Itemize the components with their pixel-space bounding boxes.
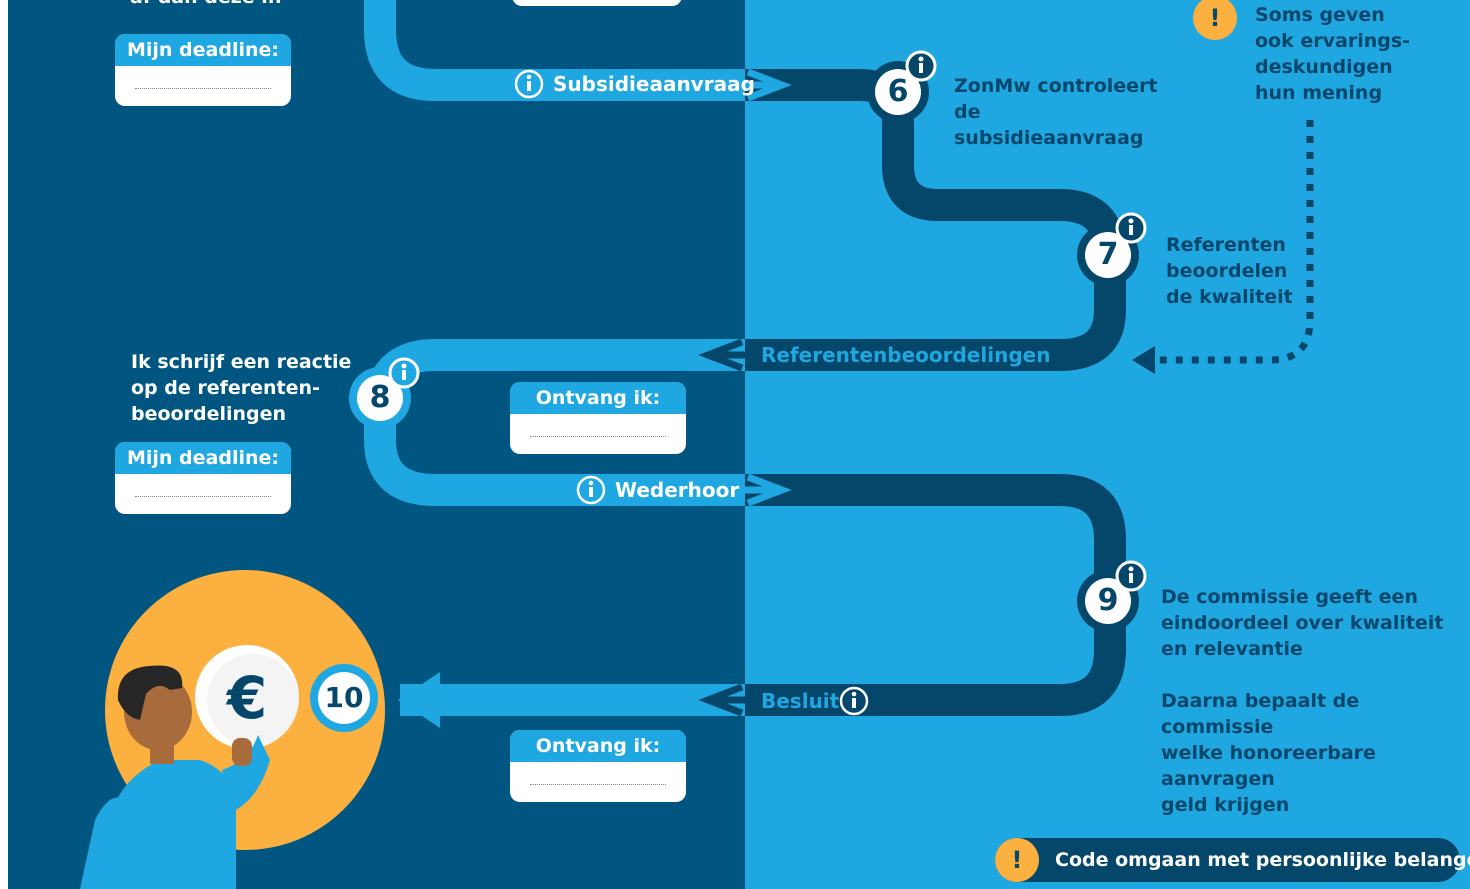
- step-8-number: 8: [369, 380, 391, 415]
- step-9b-line: geld krijgen: [1161, 794, 1290, 816]
- experts-note-line: Soms geven: [1255, 4, 1385, 26]
- step-9-line: De commissie geeft een: [1161, 586, 1418, 608]
- experts-note-line: deskundigen: [1255, 56, 1393, 78]
- deadline-card-input-line[interactable]: [135, 496, 271, 497]
- receive-card-1[interactable]: Ontvang ik:: [510, 382, 686, 454]
- receive-card-label: Ontvang ik:: [510, 382, 686, 414]
- warning-icon: !: [1193, 0, 1237, 40]
- step-6-badge: [867, 50, 937, 123]
- edge-label-wederhoor: Wederhoor: [615, 478, 740, 502]
- deadline-card-label: Mijn deadline:: [115, 442, 291, 474]
- edge-label-besluit: Besluit: [761, 689, 840, 713]
- step-10-number: 10: [324, 681, 364, 714]
- clipped-top-card: [512, 0, 682, 6]
- step-8-badge: [349, 357, 420, 429]
- deadline-card-1[interactable]: Mijn deadline:: [115, 34, 291, 106]
- euro-symbol: €: [226, 664, 268, 732]
- step-9b-line: welke honoreerbare aanvragen: [1161, 742, 1376, 790]
- arrow-left-icon: [698, 338, 755, 372]
- step-8-line: op de referenten-: [131, 377, 320, 399]
- step-9-badge: [1077, 560, 1147, 632]
- code-link-text[interactable]: Code omgaan met persoonlijke belangen: [1055, 849, 1470, 871]
- deadline-card-input-line[interactable]: [135, 88, 271, 89]
- arrow-left-icon: [1132, 346, 1155, 374]
- arrow-right-icon: [735, 68, 792, 102]
- step-9b-line: Daarna bepaalt de commissie: [1161, 690, 1360, 738]
- step-7-line: de kwaliteit: [1166, 286, 1293, 308]
- arrow-left-icon: [698, 683, 755, 717]
- path-segment-top-left: [364, 0, 745, 101]
- step-7-badge: [1077, 212, 1147, 286]
- step-8-line: beoordelingen: [131, 403, 287, 425]
- step-9b-text: Daarna bepaalt de commissie welke honore…: [1161, 688, 1470, 818]
- step-7-number: 7: [1097, 237, 1119, 272]
- right-panel: [745, 0, 1470, 889]
- receive-card-2[interactable]: Ontvang ik:: [510, 730, 686, 802]
- step-6-text: ZonMw controleert de subsidieaanvraag: [954, 75, 1158, 149]
- step-7-line: Referenten: [1166, 234, 1286, 256]
- step-10-badge: [310, 664, 378, 732]
- clipped-top-text: af dan deze in: [130, 0, 281, 8]
- step-7-line: beoordelen: [1166, 260, 1288, 282]
- step-9-number: 9: [1097, 583, 1119, 618]
- step-9-line: eindoordeel over kwaliteit: [1161, 612, 1444, 634]
- receive-card-input-line[interactable]: [530, 436, 666, 437]
- arrow-right-icon: [735, 473, 792, 507]
- arrow-head-end: [398, 672, 440, 728]
- info-icon[interactable]: [576, 475, 606, 505]
- experts-note: Soms geven ook ervarings- deskundigen hu…: [1255, 2, 1410, 106]
- deadline-card-2[interactable]: Mijn deadline:: [115, 442, 291, 514]
- step-9-line: en relevantie: [1161, 638, 1303, 660]
- person-illustration: [80, 665, 270, 889]
- info-icon[interactable]: [514, 69, 544, 99]
- step-6-number: 6: [887, 74, 909, 109]
- edge-label-referentenbeoordelingen: Referentenbeoordelingen: [761, 343, 1051, 367]
- step-9-text: De commissie geeft een eindoordeel over …: [1161, 584, 1443, 662]
- warning-icon: !: [995, 838, 1039, 882]
- deadline-card-label: Mijn deadline:: [115, 34, 291, 66]
- experts-note-line: ook ervarings-: [1255, 30, 1411, 52]
- info-icon[interactable]: [839, 686, 869, 716]
- edge-label-subsidieaanvraag: Subsidieaanvraag: [553, 72, 755, 96]
- euro-coin-icon: [195, 645, 299, 749]
- experts-note-line: hun mening: [1255, 82, 1383, 104]
- receive-card-label: Ontvang ik:: [510, 730, 686, 762]
- step-8-text: Ik schrijf een reactie op de referenten-…: [131, 349, 351, 427]
- code-link-pill[interactable]: ! Code omgaan met persoonlijke belangen: [995, 838, 1470, 882]
- step-7-text: Referenten beoordelen de kwaliteit: [1166, 232, 1293, 310]
- step-8-line: Ik schrijf een reactie: [131, 351, 352, 373]
- receive-card-input-line[interactable]: [530, 784, 666, 785]
